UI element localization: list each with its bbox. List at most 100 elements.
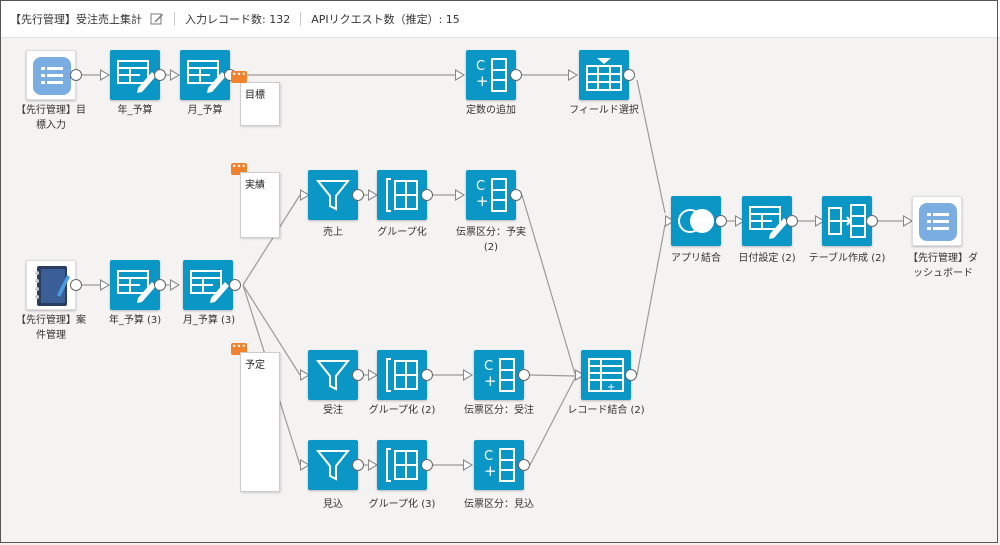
output-port[interactable] xyxy=(510,189,522,201)
input-port[interactable] xyxy=(368,459,378,471)
edit-table-icon xyxy=(190,270,229,303)
date-setting-node[interactable] xyxy=(742,196,792,246)
group-3-node[interactable] xyxy=(377,440,427,490)
output-port[interactable] xyxy=(70,279,82,291)
record-join-node[interactable]: + xyxy=(581,350,631,400)
slip-type-order-node[interactable]: C+ xyxy=(474,350,524,400)
slip-type-actual-node[interactable]: C+ xyxy=(466,170,516,220)
table-create-node[interactable] xyxy=(822,196,872,246)
input-port[interactable] xyxy=(368,189,378,201)
input-port[interactable] xyxy=(100,279,110,291)
output-port[interactable] xyxy=(229,279,241,291)
slip-type-forecast-node[interactable]: C+ xyxy=(474,440,524,490)
input-port[interactable] xyxy=(575,369,585,381)
output-port[interactable] xyxy=(786,215,798,227)
output-port[interactable] xyxy=(623,69,635,81)
note-target[interactable]: 目標 xyxy=(240,82,280,126)
svg-text:+: + xyxy=(484,462,497,480)
input-port[interactable] xyxy=(368,369,378,381)
output-port[interactable] xyxy=(518,369,530,381)
group-2-node[interactable] xyxy=(377,350,427,400)
connector xyxy=(529,377,576,466)
app-join-node[interactable] xyxy=(671,196,721,246)
input-port[interactable] xyxy=(300,189,310,201)
source-app-target-node[interactable] xyxy=(26,50,76,100)
input-port[interactable] xyxy=(903,215,913,227)
year-budget-node[interactable] xyxy=(110,50,160,100)
input-port[interactable] xyxy=(300,369,310,381)
output-port[interactable] xyxy=(510,69,522,81)
output-port[interactable] xyxy=(352,189,364,201)
api-request-count: APIリクエスト数（推定）: 15 xyxy=(311,12,460,26)
svg-text:C: C xyxy=(484,359,493,374)
input-port[interactable] xyxy=(170,69,180,81)
output-port[interactable] xyxy=(352,459,364,471)
input-port[interactable] xyxy=(568,69,578,81)
header-divider xyxy=(174,11,175,26)
month-budget-3-node[interactable] xyxy=(183,260,233,310)
connector xyxy=(242,194,301,286)
output-port[interactable] xyxy=(154,69,166,81)
node-label: 【先行管理】案 件管理 xyxy=(16,315,86,341)
node-label: 月_予算 (3) xyxy=(182,315,236,326)
filter-sales-node[interactable] xyxy=(308,170,358,220)
input-port[interactable] xyxy=(455,69,465,81)
output-port[interactable] xyxy=(866,215,878,227)
filter-forecast-node[interactable] xyxy=(308,440,358,490)
node-label: 受注 xyxy=(323,405,343,416)
field-select-node[interactable] xyxy=(579,50,629,100)
node-label: 伝票区分：予実 (2) xyxy=(456,227,526,253)
note-plan[interactable]: 予定 xyxy=(240,352,280,492)
input-port[interactable] xyxy=(170,279,180,291)
node-label: 【先行管理】ダ ッシュボード xyxy=(908,253,978,279)
input-port[interactable] xyxy=(665,215,675,227)
edit-table-icon xyxy=(117,60,156,93)
input-port[interactable] xyxy=(815,215,825,227)
node-label: テーブル作成 (2) xyxy=(808,253,886,264)
input-port[interactable] xyxy=(463,369,473,381)
add-column-icon: C+ xyxy=(484,358,515,392)
output-port[interactable] xyxy=(625,369,637,381)
input-port[interactable] xyxy=(100,69,110,81)
filter-order-node[interactable] xyxy=(308,350,358,400)
note-badge[interactable]: ••• xyxy=(231,71,247,83)
input-record-count: 入力レコード数: 132 xyxy=(185,12,291,26)
output-port[interactable] xyxy=(70,69,82,81)
year-budget-3-node[interactable] xyxy=(110,260,160,310)
node-label: 定数の追加 xyxy=(466,105,516,116)
note-actual[interactable]: 実績 xyxy=(240,172,280,238)
group-node[interactable] xyxy=(377,170,427,220)
filter-icon xyxy=(315,180,351,211)
node-label: 見込 xyxy=(323,499,343,510)
node-label: グループ化 (3) xyxy=(368,499,436,510)
edit-icon[interactable] xyxy=(150,12,164,26)
output-port[interactable] xyxy=(421,369,433,381)
filter-icon xyxy=(315,450,351,481)
node-label: 伝票区分：見込 xyxy=(464,499,534,510)
output-port[interactable] xyxy=(518,459,530,471)
input-port[interactable] xyxy=(463,459,473,471)
node-label: 伝票区分：受注 xyxy=(464,405,534,416)
add-constant-node[interactable]: C+ xyxy=(466,50,516,100)
add-column-icon: C+ xyxy=(476,58,507,92)
output-port[interactable] xyxy=(715,215,727,227)
node-label: アプリ結合 xyxy=(671,253,721,264)
node-label: グループ化 xyxy=(377,227,427,238)
svg-text:+: + xyxy=(607,382,615,393)
dashboard-output-node[interactable] xyxy=(912,196,962,246)
edit-table-icon xyxy=(749,206,788,239)
group-icon xyxy=(386,358,418,392)
input-port[interactable] xyxy=(455,189,465,201)
output-port[interactable] xyxy=(421,459,433,471)
notebook-icon xyxy=(35,266,70,306)
svg-text:C: C xyxy=(484,449,493,464)
input-port[interactable] xyxy=(735,215,745,227)
output-port[interactable] xyxy=(352,369,364,381)
output-port[interactable] xyxy=(154,279,166,291)
source-app-project-node[interactable] xyxy=(26,260,76,310)
input-port[interactable] xyxy=(300,459,310,471)
svg-text:+: + xyxy=(484,372,497,390)
app-list-icon xyxy=(33,57,71,95)
month-budget-node[interactable] xyxy=(180,50,230,100)
output-port[interactable] xyxy=(421,189,433,201)
